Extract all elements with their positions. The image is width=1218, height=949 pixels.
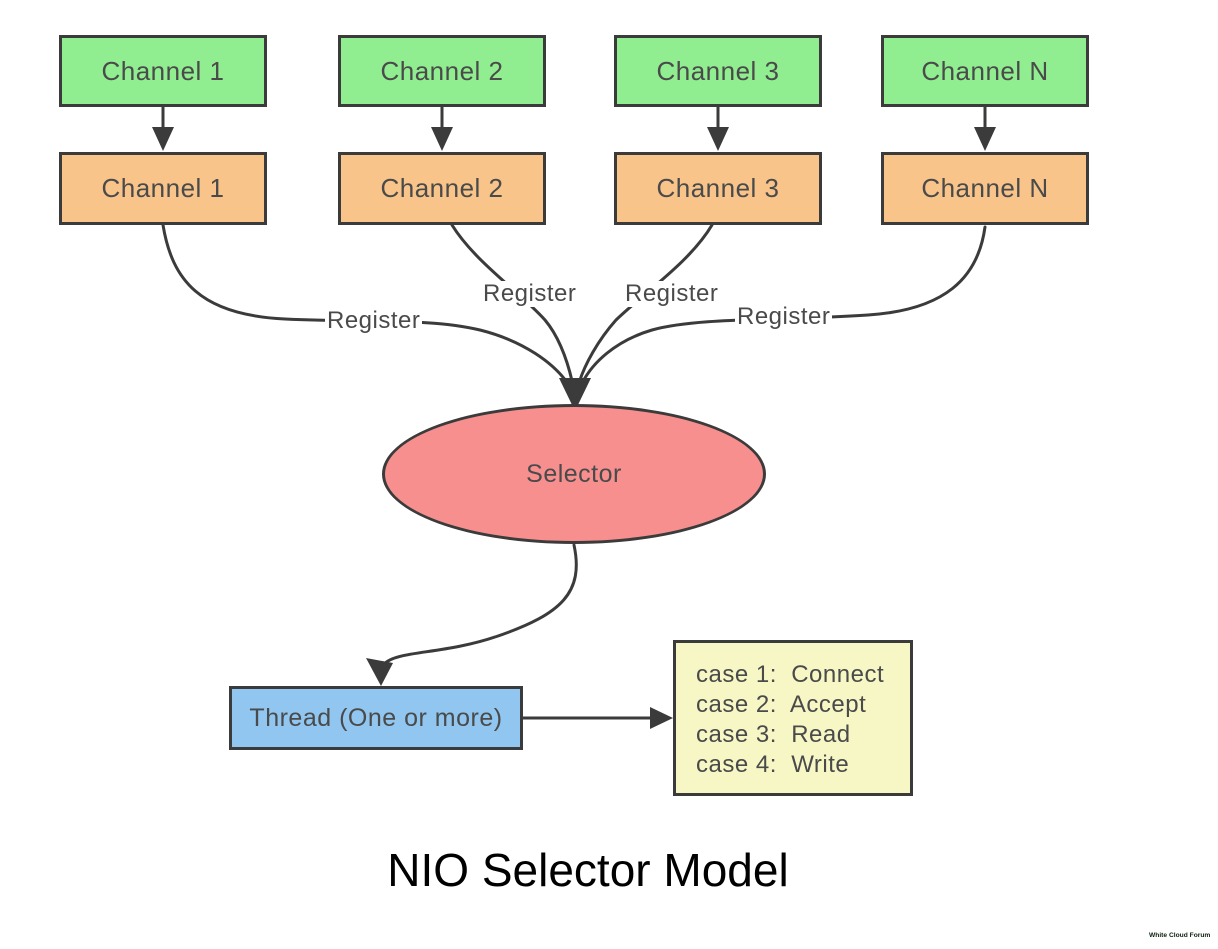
selector-to-thread-curve: [382, 543, 578, 666]
node-selector: Selector: [382, 404, 766, 544]
register-label-1: Register: [325, 307, 423, 334]
diagram-title: NIO Selector Model: [387, 844, 789, 896]
arrowhead-thread: [366, 658, 393, 686]
register-label-3: Register: [623, 280, 721, 307]
arrowhead-channelN: [974, 127, 996, 151]
node-channel2-bottom: Channel 2: [338, 152, 546, 225]
register-label-2: Register: [481, 280, 579, 307]
case-line-connect: case 1: Connect: [696, 661, 885, 688]
arrowhead-case: [650, 707, 673, 729]
node-channel3-bottom: Channel 3: [614, 152, 822, 225]
register-curve-2: [450, 223, 576, 392]
arrowhead-channel1: [152, 127, 174, 151]
node-channelN-bottom: Channel N: [881, 152, 1089, 225]
arrowhead-channel2: [431, 127, 453, 151]
node-thread: Thread (One or more): [229, 686, 523, 750]
watermark: White Cloud Forum: [1149, 932, 1211, 939]
node-case-list: case 1: Connect case 2: Accept case 3: R…: [673, 640, 913, 796]
arrowhead-channel3: [707, 127, 729, 151]
register-label-4: Register: [735, 303, 833, 330]
case-line-accept: case 2: Accept: [696, 691, 867, 718]
node-channel1-top: Channel 1: [59, 35, 267, 107]
node-channelN-top: Channel N: [881, 35, 1089, 107]
case-line-write: case 4: Write: [696, 751, 850, 778]
case-line-read: case 3: Read: [696, 721, 851, 748]
node-channel3-top: Channel 3: [614, 35, 822, 107]
node-channel1-bottom: Channel 1: [59, 152, 267, 225]
node-channel2-top: Channel 2: [338, 35, 546, 107]
register-curve-3: [575, 223, 714, 392]
arrowhead-selector: [559, 378, 591, 411]
